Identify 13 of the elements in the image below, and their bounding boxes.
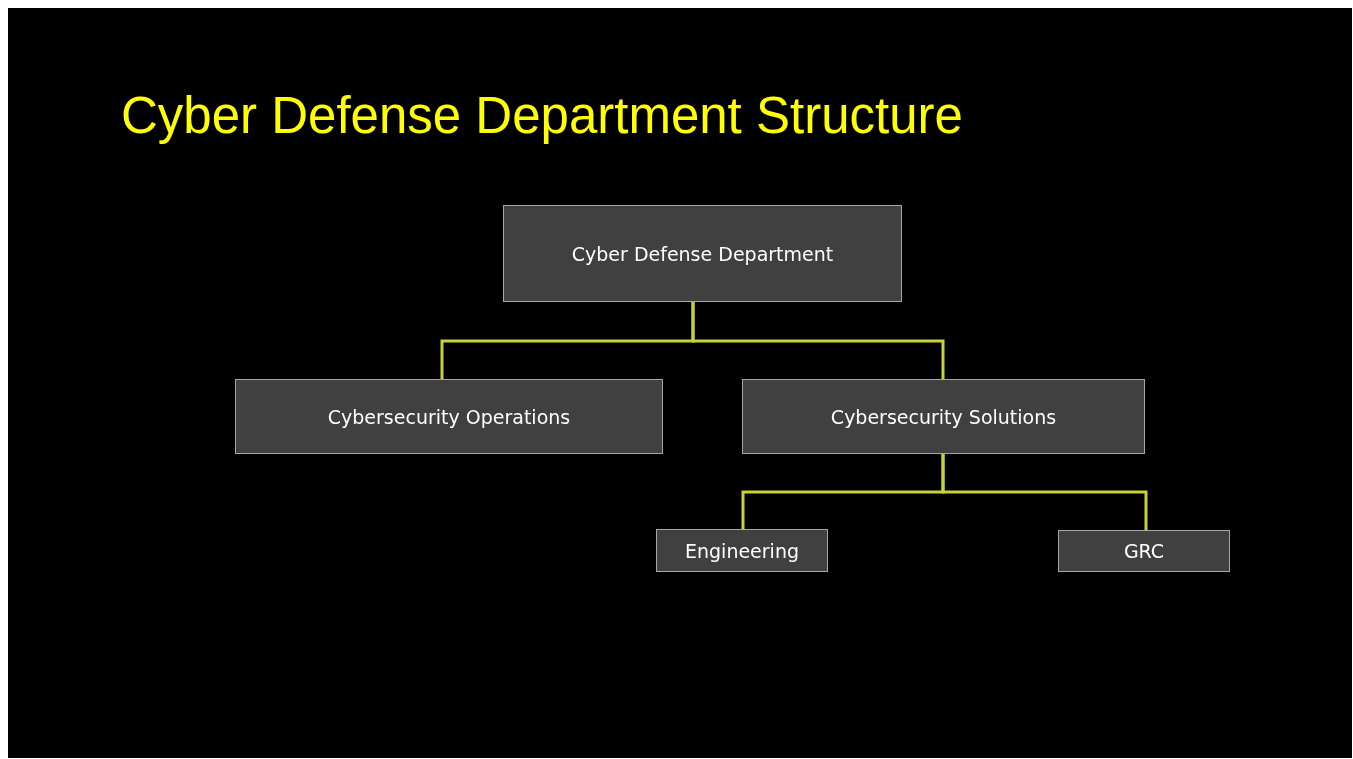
connector-line	[691, 302, 945, 379]
org-box	[742, 379, 1145, 454]
connector-line	[941, 454, 1148, 530]
box-label: Cybersecurity Solutions	[830, 405, 1057, 428]
slide-title: Cyber Defense Department Structure	[121, 88, 963, 145]
org-box	[503, 205, 902, 302]
box-label: Engineering	[685, 539, 799, 562]
org-box	[1058, 530, 1230, 572]
box-label: GRC	[1123, 540, 1165, 562]
org-box	[235, 379, 663, 454]
box-label: Cyber Defense Department	[571, 242, 834, 265]
org-box	[656, 529, 828, 572]
box-label: Cybersecurity Operations	[327, 405, 571, 428]
